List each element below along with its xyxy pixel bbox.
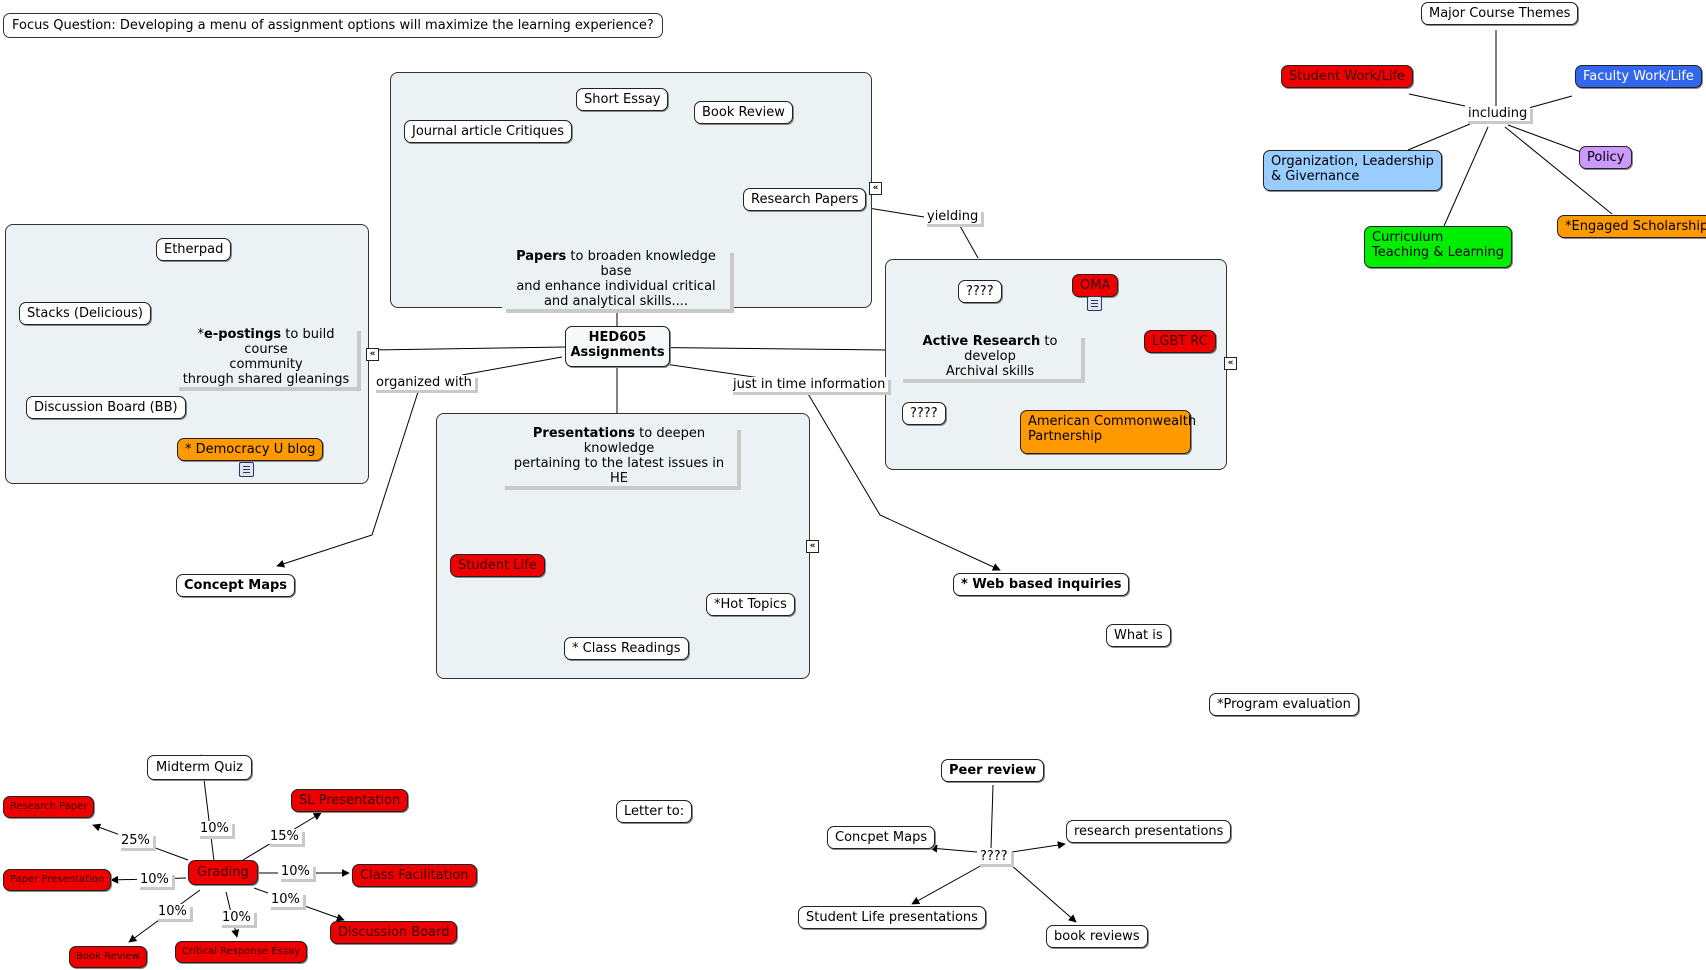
web-inquiries-node[interactable]: * Web based inquiries — [953, 573, 1130, 596]
pct-midterm-label: 10% — [197, 821, 232, 836]
epostings-collapse-toggle[interactable]: « — [366, 348, 379, 361]
peer-unknown-label: ???? — [977, 849, 1011, 864]
research-collapse-toggle[interactable]: « — [1224, 357, 1237, 370]
yielding-label: yielding — [924, 209, 982, 224]
journal-critiques-node[interactable]: Journal article Critiques — [404, 120, 573, 143]
org-leadership-line1: Organization, Leadership — [1271, 154, 1434, 169]
epostings-line2: community — [229, 357, 303, 372]
presentations-collapse-toggle[interactable]: « — [806, 540, 819, 553]
policy-node[interactable]: Policy — [1579, 146, 1633, 169]
faculty-work-life-node[interactable]: Faculty Work/Life — [1575, 65, 1702, 88]
paper-presentation-node[interactable]: Paper Presentation — [3, 869, 112, 891]
epostings-prefix: * — [197, 327, 205, 342]
research-paper-node[interactable]: Research Paper — [3, 796, 95, 818]
research-line1: to develop — [964, 334, 1058, 364]
book-reviews-node[interactable]: book reviews — [1046, 925, 1148, 948]
american-line2: Partnership — [1028, 429, 1103, 444]
research-presentations-node[interactable]: research presentations — [1066, 820, 1232, 843]
org-leadership-node[interactable]: Organization, Leadership & Givernance — [1263, 150, 1442, 191]
etherpad-node[interactable]: Etherpad — [156, 238, 232, 261]
major-themes-node[interactable]: Major Course Themes — [1421, 2, 1579, 25]
class-readings-node[interactable]: * Class Readings — [564, 637, 689, 660]
class-facilitation-node[interactable]: Class Facilitation — [352, 864, 477, 887]
sl-presentation-node[interactable]: SL Presentation — [291, 789, 409, 812]
stacks-node[interactable]: Stacks (Delicious) — [19, 302, 151, 325]
organized-with-label: organized with — [373, 375, 475, 390]
american-line1: American Commonwealth — [1028, 414, 1197, 429]
epostings-phrase[interactable]: *e-postings to build course community th… — [175, 327, 357, 387]
student-life-node[interactable]: Student Life — [450, 554, 545, 577]
curriculum-line2: Teaching & Learning — [1372, 245, 1505, 260]
democracy-blog-node[interactable]: * Democracy U blog — [177, 438, 324, 461]
critical-response-node[interactable]: Critical Response Essay — [175, 941, 308, 963]
short-essay-node[interactable]: Short Essay — [576, 88, 669, 111]
hot-topics-node[interactable]: *Hot Topics — [706, 593, 795, 616]
discussion-board-node[interactable]: Discussion Board (BB) — [26, 396, 186, 419]
engaged-scholarship-node[interactable]: *Engaged Scholarship — [1557, 215, 1706, 238]
pct-book-label: 10% — [155, 904, 190, 919]
research-line2: Archival skills — [945, 364, 1035, 379]
midterm-quiz-node[interactable]: Midterm Quiz — [147, 755, 252, 780]
central-subtitle: Assignments — [570, 345, 665, 360]
grading-node[interactable]: Grading — [188, 860, 258, 885]
document-icon[interactable] — [239, 462, 254, 477]
pct-discussion-label: 10% — [268, 892, 303, 907]
pct-paper-label: 10% — [137, 872, 172, 887]
concept-maps-peer-node[interactable]: Concpet Maps — [827, 826, 936, 849]
epostings-line1: to build course — [244, 327, 335, 357]
lgbt-rc-node[interactable]: LGBT RC — [1144, 330, 1216, 353]
oma-node[interactable]: OMA — [1072, 274, 1119, 297]
presentations-bold: Presentations — [532, 426, 636, 441]
org-leadership-line2: & Givernance — [1271, 169, 1360, 184]
program-evaluation-node[interactable]: *Program evaluation — [1209, 693, 1359, 716]
focus-question: Focus Question: Developing a menu of ass… — [3, 13, 663, 38]
peer-review-node[interactable]: Peer review — [941, 759, 1045, 782]
presentations-phrase[interactable]: Presentations to deepen knowledge pertai… — [501, 426, 737, 486]
epostings-bold: e-postings — [204, 327, 282, 342]
pct-class-label: 10% — [278, 864, 313, 879]
research-papers-node[interactable]: Research Papers — [743, 188, 867, 211]
concept-maps-node[interactable]: Concept Maps — [176, 574, 296, 597]
discussion-board-grading-node[interactable]: Discussion Board — [330, 921, 458, 944]
pct-research-label: 25% — [118, 833, 153, 848]
american-commonwealth-node[interactable]: American Commonwealth Partnership — [1020, 410, 1197, 454]
student-life-presentations-node[interactable]: Student Life presentations — [798, 906, 986, 929]
research-bold: Active Research — [922, 334, 1041, 349]
curriculum-node[interactable]: Curriculum Teaching & Learning — [1364, 226, 1513, 268]
unknown-node-top[interactable]: ???? — [958, 280, 1002, 303]
book-review-node[interactable]: Book Review — [694, 101, 793, 124]
pct-sl-label: 15% — [267, 829, 302, 844]
pct-critical-label: 10% — [219, 910, 254, 925]
curriculum-line1: Curriculum — [1372, 230, 1444, 245]
central-title: HED605 — [588, 330, 647, 345]
central-node[interactable]: HED605 Assignments — [565, 326, 670, 367]
papers-collapse-toggle[interactable]: « — [869, 182, 882, 195]
presentations-line2: pertaining to the latest issues in HE — [513, 456, 725, 486]
document-icon[interactable] — [1087, 296, 1102, 311]
unknown-node-bottom[interactable]: ???? — [902, 402, 946, 425]
presentations-line1: to deepen knowledge — [583, 426, 706, 456]
papers-line2: and enhance individual critical — [516, 279, 716, 294]
research-phrase[interactable]: Active Research to develop Archival skil… — [899, 334, 1081, 379]
book-review-grading-node[interactable]: Book Review — [69, 946, 147, 968]
papers-line1: to broaden knowledge base — [566, 249, 716, 279]
including-label: including — [1465, 106, 1531, 121]
student-work-life-node[interactable]: Student Work/Life — [1281, 65, 1414, 88]
papers-phrase[interactable]: Papers to broaden knowledge base and enh… — [502, 249, 730, 309]
what-is-node[interactable]: What is — [1106, 624, 1171, 647]
papers-bold: Papers — [516, 249, 567, 264]
papers-line3: and analytical skills.... — [543, 294, 689, 309]
epostings-line3: through shared gleanings — [182, 372, 350, 387]
letter-to-node[interactable]: Letter to: — [616, 800, 693, 823]
just-in-time-label: just in time information — [730, 377, 889, 392]
